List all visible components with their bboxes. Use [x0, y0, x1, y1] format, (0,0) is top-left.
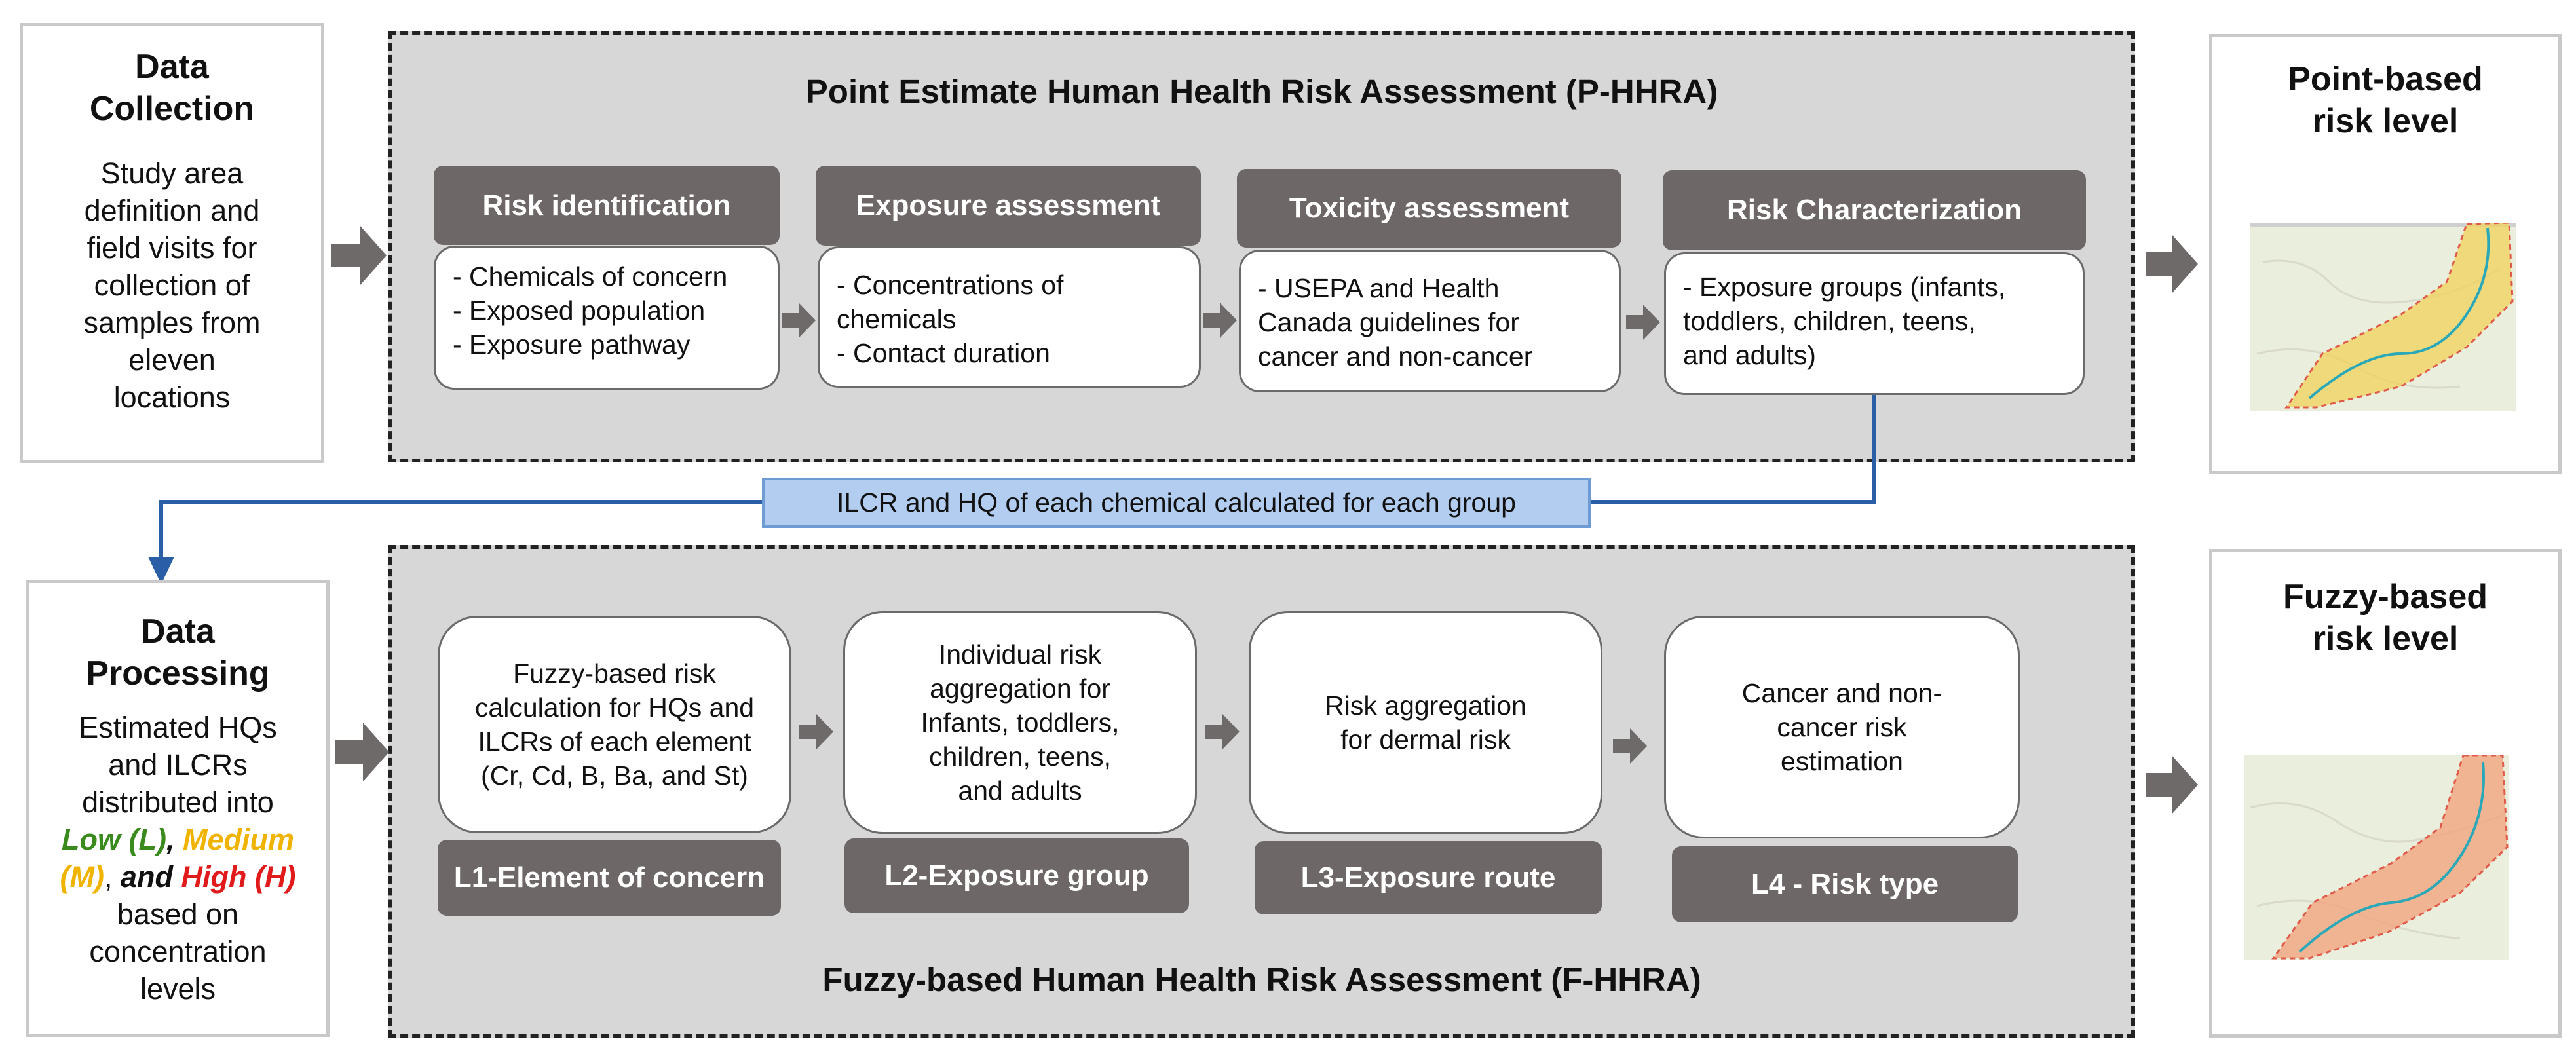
p-hhra-title: Point Estimate Human Health Risk Assessm… — [805, 73, 1718, 110]
data-collection-title: Data Collection — [89, 48, 255, 128]
risk-identification-item: - Chemicals of concern — [453, 261, 728, 292]
data-processing-box: Data Processing Estimated HQs and ILCRs … — [26, 580, 330, 1037]
risk-characterization-box: - Exposure groups (infants, toddlers, ch… — [1664, 252, 2085, 395]
point-risk-map — [2250, 223, 2516, 411]
f-hhra-title: Fuzzy-based Human Health Risk Assessment… — [822, 961, 1701, 998]
toxicity-assessment-header: Toxicity assessment — [1237, 169, 1621, 248]
arrow-processing-to-fhhra — [335, 723, 389, 781]
data-collection-box: Data Collection Study area definition an… — [20, 23, 324, 463]
data-processing-body: Estimated HQs and ILCRs distributed into… — [29, 709, 326, 1007]
arrow-phhra-to-point-result — [2146, 235, 2198, 293]
risk-type-box: Cancer and non- cancer risk estimation — [1664, 616, 2020, 838]
risk-characterization-item: - Exposure groups (infants, toddlers, ch… — [1683, 272, 2006, 370]
exposure-group-box: Individual risk aggregation for Infants,… — [843, 611, 1197, 834]
comma-separator: , — [166, 823, 183, 856]
fuzzy-risk-map — [2244, 755, 2509, 960]
high-level-label: High (H) — [181, 860, 296, 894]
element-of-concern-box: Fuzzy-based risk calculation for HQs and… — [438, 616, 791, 833]
arrow-l1-to-l2 — [799, 714, 833, 749]
processing-text: Estimated HQs and ILCRs distributed into — [79, 711, 277, 819]
arrow-fhhra-to-fuzzy-result — [2146, 755, 2198, 814]
arrow-collection-to-phhra — [331, 226, 387, 285]
risk-identification-item: - Exposed population — [453, 295, 706, 326]
data-collection-body: Study area definition and field visits f… — [83, 157, 261, 414]
risk-identification-item: - Exposure pathway — [453, 329, 691, 360]
risk-identification-box: - Chemicals of concern - Exposed populat… — [434, 246, 780, 390]
risk-identification-header: Risk identification — [434, 166, 780, 245]
exposure-assessment-item: - Concentrations of chemicals — [837, 270, 1064, 334]
arrow-l3-to-l4 — [1613, 728, 1647, 764]
toxicity-assessment-item: - USEPA and Health Canada guidelines for… — [1258, 273, 1533, 371]
ilcr-hq-label: ILCR and HQ of each chemical calculated … — [762, 478, 1591, 528]
l1-element-of-concern-label: L1-Element of concern — [438, 840, 781, 916]
toxicity-assessment-box: - USEPA and Health Canada guidelines for… — [1239, 250, 1621, 392]
l2-exposure-group-label: L2-Exposure group — [844, 838, 1189, 913]
processing-text: based on concentration levels — [89, 897, 267, 1006]
arrow-l2-to-l3 — [1205, 714, 1240, 749]
exposure-assessment-header: Exposure assessment — [816, 166, 1201, 246]
exposure-route-box: Risk aggregation for dermal risk — [1249, 611, 1602, 834]
low-level-label: Low (L) — [62, 823, 166, 856]
fuzzy-result-title: Fuzzy-based risk level — [2282, 578, 2488, 658]
exposure-assessment-box: - Concentrations of chemicals - Contact … — [818, 246, 1201, 388]
arrow-step1-to-step2 — [782, 303, 816, 338]
data-processing-title: Data Processing — [86, 612, 270, 692]
exposure-assessment-item: - Contact duration — [837, 338, 1050, 368]
l3-exposure-route-label: L3-Exposure route — [1255, 841, 1602, 914]
l4-risk-type-label: L4 - Risk type — [1672, 846, 2018, 922]
arrow-step3-to-step4 — [1626, 305, 1660, 340]
risk-characterization-header: Risk Characterization — [1663, 170, 2086, 250]
medium-level-label: Medium (M) — [60, 823, 294, 894]
arrow-step2-to-step3 — [1203, 303, 1237, 338]
point-result-title: Point-based risk level — [2288, 60, 2483, 140]
and-word: and — [121, 860, 181, 894]
comma-separator: , — [104, 860, 121, 894]
